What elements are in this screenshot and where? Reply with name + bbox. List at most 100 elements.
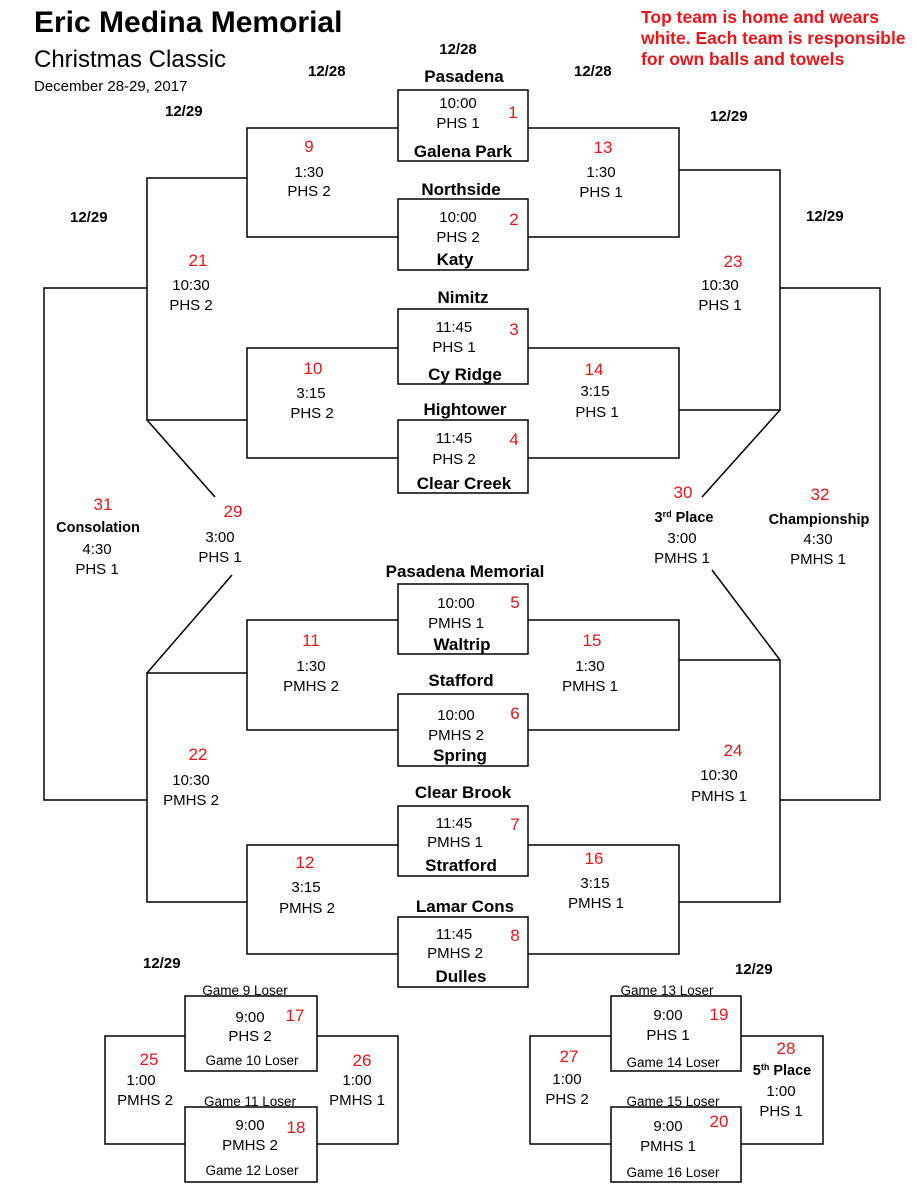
game-16-time: 3:15 — [580, 875, 610, 892]
game-18-number: 18 — [286, 1118, 306, 1137]
game-3-box — [397, 308, 529, 385]
game-2-location: PHS 2 — [436, 229, 480, 246]
game-31-number: 31 — [93, 495, 113, 514]
game-27-location: PHS 2 — [545, 1091, 589, 1108]
game-8-number: 8 — [510, 926, 520, 945]
game-9-number: 9 — [304, 137, 314, 156]
page-subtitle: Christmas Classic — [34, 46, 227, 73]
game-2-time: 10:00 — [439, 209, 477, 226]
tournament-dates: December 28-29, 2017 — [34, 78, 188, 95]
team-name: Clear Brook — [414, 783, 512, 802]
game-19-number: 19 — [709, 1005, 729, 1024]
round-date-right-second: 12/28 — [574, 63, 612, 80]
game-14-location: PHS 1 — [575, 404, 619, 421]
game-10-number: 10 — [303, 359, 323, 378]
game-8-time: 11:45 — [435, 926, 473, 943]
game-26-location: PMHS 1 — [329, 1092, 385, 1109]
game-9-time: 1:30 — [294, 164, 324, 181]
game-11-time: 1:30 — [296, 658, 326, 675]
game-10-location: PHS 2 — [290, 405, 334, 422]
game-26-time: 1:00 — [342, 1072, 372, 1089]
game-13-time: 1:30 — [586, 164, 616, 181]
team-name: Northside — [421, 180, 501, 199]
game-18-time: 9:00 — [235, 1117, 265, 1134]
team-name: Waltrip — [433, 635, 491, 654]
game-17-box — [184, 995, 318, 1072]
game-15-time: 1:30 — [575, 658, 605, 675]
game-23-location: PHS 1 — [698, 297, 742, 314]
team-name: Spring — [433, 746, 487, 765]
game-31-location: PHS 1 — [75, 561, 119, 578]
game-5-time: 10:00 — [437, 595, 475, 612]
game-19-time: 9:00 — [653, 1007, 683, 1024]
game-14-time: 3:15 — [580, 383, 610, 400]
game-8-location: PMHS 2 — [427, 945, 483, 962]
game-6-time: 10:00 — [437, 707, 475, 724]
game-15-location: PMHS 1 — [562, 678, 618, 695]
game-21-time: 10:30 — [172, 277, 210, 294]
game-1-number: 1 — [508, 103, 518, 122]
game-21-number: 21 — [188, 251, 208, 270]
team-name: Galena Park — [413, 142, 513, 161]
game-7-time: 11:45 — [435, 815, 473, 832]
game-24-number: 24 — [723, 741, 743, 760]
game-15-loser-label: Game 15 Loser — [626, 1094, 720, 1109]
game-11-loser-label: Game 11 Loser — [203, 1094, 297, 1109]
game-17-number: 17 — [285, 1006, 305, 1025]
game-26-number: 26 — [352, 1051, 372, 1070]
game-12-location: PMHS 2 — [279, 900, 335, 917]
game-9-loser-label: Game 9 Loser — [202, 983, 288, 998]
game-12-time: 3:15 — [291, 879, 321, 896]
game-2-number: 2 — [509, 210, 519, 229]
game-11-location: PMHS 2 — [283, 678, 339, 695]
game-22-time: 10:30 — [172, 772, 210, 789]
round-date-first: 12/28 — [439, 41, 477, 58]
game-23-number: 23 — [723, 252, 743, 271]
game-32-time: 4:30 — [803, 531, 833, 548]
game-9-location: PHS 2 — [287, 183, 331, 200]
game-5-location: PMHS 1 — [428, 615, 484, 632]
game-11-number: 11 — [302, 631, 320, 650]
game-25-time: 1:00 — [126, 1072, 156, 1089]
round-date-consolation-right: 12/29 — [735, 961, 773, 978]
game-20-location: PMHS 1 — [640, 1138, 696, 1155]
game-23-time: 10:30 — [701, 277, 739, 294]
team-name: Nimitz — [437, 288, 489, 307]
game-28-number: 28 — [776, 1039, 796, 1058]
game-12-number: 12 — [295, 853, 315, 872]
game-2-box — [397, 198, 529, 271]
game-15-number: 15 — [582, 631, 602, 650]
game-6-number: 6 — [510, 704, 520, 723]
game-5-number: 5 — [510, 593, 520, 612]
game-22-number: 22 — [188, 745, 208, 764]
game-3-time: 11:45 — [435, 319, 473, 336]
game-24-time: 10:30 — [700, 767, 738, 784]
page-title: Eric Medina Memorial — [34, 6, 343, 39]
team-name: Clear Creek — [416, 474, 512, 493]
game-30-label: 3rd Place — [654, 509, 714, 526]
game-1-box — [397, 89, 529, 162]
game-17-time: 9:00 — [235, 1009, 265, 1026]
game-16-location: PMHS 1 — [568, 895, 624, 912]
round-date-left-quarter: 12/29 — [165, 103, 203, 120]
game-20-time: 9:00 — [653, 1118, 683, 1135]
game-25-number: 25 — [139, 1050, 159, 1069]
round-date-left-outer: 12/29 — [70, 209, 108, 226]
game-3-number: 3 — [509, 320, 519, 339]
game-7-location: PMHS 1 — [427, 834, 483, 851]
game-4-time: 11:45 — [435, 430, 473, 447]
game-30-time: 3:00 — [667, 530, 697, 547]
game-17-location: PHS 2 — [228, 1028, 272, 1045]
game-32-label: Championship — [768, 512, 870, 528]
game-32-location: PMHS 1 — [790, 551, 846, 568]
round-date-right-quarter: 12/29 — [710, 108, 748, 125]
game-14-number: 14 — [584, 360, 604, 379]
game-24-location: PMHS 1 — [691, 788, 747, 805]
game-3-location: PHS 1 — [432, 339, 476, 356]
game-29-location: PHS 1 — [198, 549, 242, 566]
game-4-number: 4 — [509, 430, 519, 449]
game-13-loser-label: Game 13 Loser — [620, 983, 714, 998]
game-5-box — [397, 583, 529, 655]
game-30-number: 30 — [673, 483, 693, 502]
